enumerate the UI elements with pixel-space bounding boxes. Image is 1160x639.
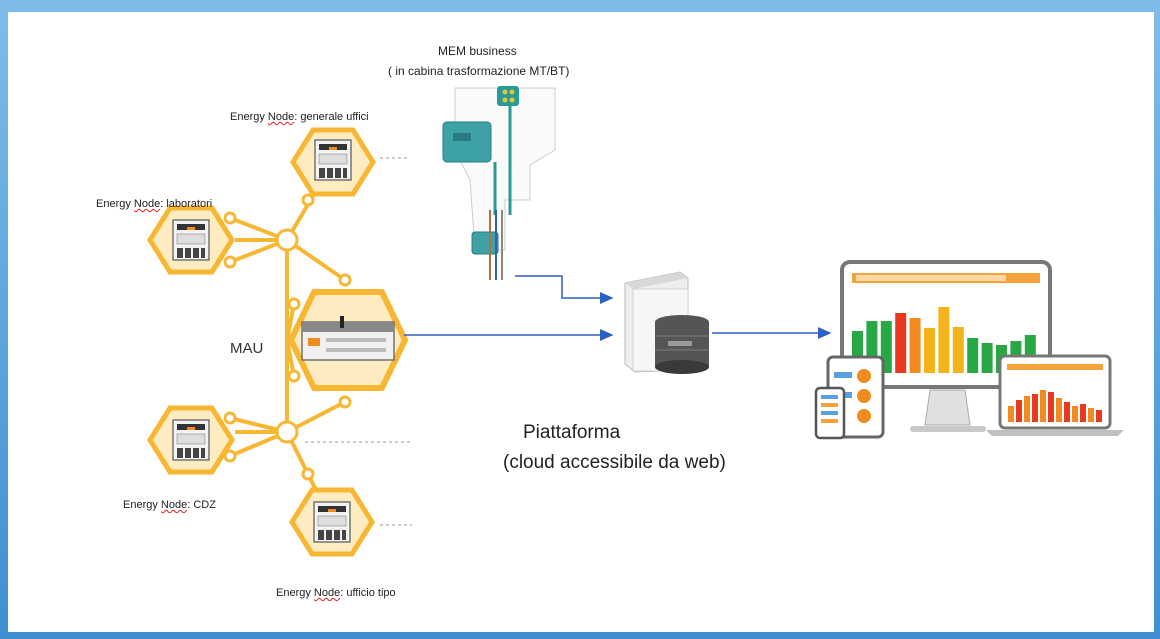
laptop-bar	[1072, 406, 1078, 422]
monitor-bar	[967, 338, 979, 373]
mau-label: MAU	[230, 340, 264, 357]
laptop-bar	[1088, 408, 1094, 422]
node-label-cdz: Energy Node: CDZ	[123, 499, 216, 511]
node-label-laboratori: Energy Node: laboratori	[96, 198, 213, 210]
hex-node-mau	[287, 289, 409, 391]
cloud-server-icon	[624, 271, 709, 374]
laptop-bar	[1096, 410, 1102, 422]
laptop-bar	[1064, 402, 1070, 422]
laptop-bar	[1048, 392, 1054, 422]
data-flow-arrows	[404, 275, 832, 341]
laptop-bar	[1024, 396, 1030, 422]
monitor-bar	[981, 343, 993, 373]
slide-canvas: MEM business ( in cabina trasformazione …	[8, 12, 1154, 632]
hex-node-uffici	[290, 127, 376, 197]
energy-meter-icon	[314, 139, 352, 181]
energy-meter-icon	[172, 419, 210, 461]
monitor-bar	[938, 307, 950, 373]
node-label-ufficio-tipo: Energy Node: ufficio tipo	[276, 587, 396, 599]
laptop-bar	[1040, 390, 1046, 422]
monitor-bar	[895, 313, 907, 373]
energy-meter-icon	[313, 501, 351, 543]
hex-node-laboratori	[147, 205, 235, 275]
monitor-bar	[866, 321, 878, 373]
dotted-leaders	[305, 157, 412, 526]
laptop-bar	[1080, 404, 1086, 422]
hex-node-cdz	[147, 405, 235, 475]
hex-node-tipo	[289, 487, 375, 557]
monitor-icon	[840, 260, 1052, 432]
energy-meter-icon	[172, 219, 210, 261]
mem-business-subtitle: ( in cabina trasformazione MT/BT)	[388, 64, 570, 78]
laptop-bar	[1056, 398, 1062, 422]
node-label-uffici: Energy Node: generale uffici	[230, 111, 369, 123]
mem-business-device	[442, 86, 556, 280]
monitor-bar	[952, 327, 964, 373]
laptop-icon	[986, 354, 1124, 436]
monitor-bar	[852, 331, 863, 373]
platform-title: Piattaforma	[523, 422, 621, 443]
junction-circles	[223, 193, 352, 481]
laptop-bar-chart	[1008, 390, 1102, 422]
phone-icon	[814, 386, 846, 440]
monitor-bar	[924, 328, 935, 373]
laptop-bar	[1032, 394, 1038, 422]
diagram-svg	[147, 86, 1124, 557]
monitor-bar	[909, 318, 921, 373]
laptop-bar	[1016, 400, 1022, 422]
monitor-bar	[880, 321, 892, 373]
laptop-bar	[1008, 406, 1014, 422]
platform-subtitle: (cloud accessibile da web)	[503, 452, 726, 473]
mem-business-title: MEM business	[438, 44, 517, 58]
monitor-bar	[1024, 335, 1036, 373]
